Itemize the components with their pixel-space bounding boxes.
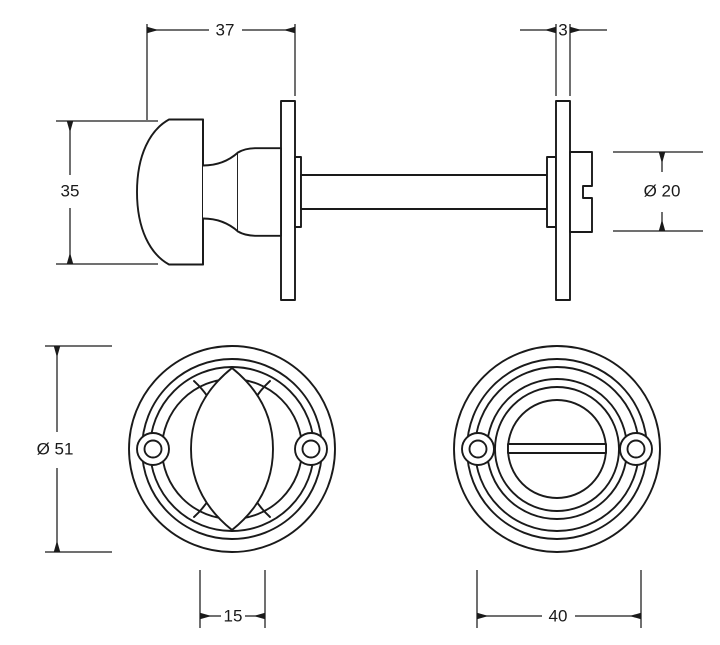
- left-rose-plate: [280, 100, 296, 301]
- release-diameter-dimension: Ø 20: [613, 151, 703, 232]
- knob-dome: [136, 118, 204, 266]
- right-spindle-boss: [546, 156, 557, 228]
- knob-height-dimension: 35: [56, 120, 158, 265]
- dim-d51-label: Ø 51: [37, 439, 74, 458]
- front-view-release: [453, 345, 661, 553]
- right-rose-plate: [555, 100, 571, 301]
- knob-neck: [202, 151, 239, 233]
- knob-screw-hole-right-inner: [301, 439, 321, 459]
- dim-40-label: 40: [549, 606, 568, 625]
- dim-d20-label: Ø 20: [644, 181, 681, 200]
- knob-screw-hole-left-inner: [143, 439, 163, 459]
- knob-screw-hole-right-outer: [294, 432, 328, 466]
- release-screw-hole-left-inner: [468, 439, 488, 459]
- front-view-knob: [128, 345, 336, 553]
- release-width-dimension: 40: [476, 570, 642, 628]
- dim-37-label: 37: [216, 20, 235, 39]
- knob-base-barrel: [237, 147, 282, 237]
- dim-15-label: 15: [224, 606, 243, 625]
- release-rose-ring-4: [494, 386, 620, 512]
- spindle-bar: [300, 174, 548, 210]
- release-screw-hole-left-outer: [461, 432, 495, 466]
- knob-screw-hole-left-outer: [136, 432, 170, 466]
- rose-diameter-dimension: Ø 51: [37, 345, 112, 553]
- release-screw-hole-right-inner: [626, 439, 646, 459]
- dim-3-label: 3: [558, 20, 567, 39]
- knob-projection-dimension: 37: [146, 20, 296, 120]
- release-turn-piece: [569, 151, 593, 233]
- dim-35-label: 35: [61, 181, 80, 200]
- release-slot: [507, 443, 607, 454]
- rose-thickness-dimension: 3: [520, 20, 607, 96]
- knob-width-dimension: 15: [199, 570, 266, 628]
- knob-front-oval: [190, 367, 274, 531]
- release-screw-hole-right-outer: [619, 432, 653, 466]
- side-elevation-assembly: [136, 100, 593, 301]
